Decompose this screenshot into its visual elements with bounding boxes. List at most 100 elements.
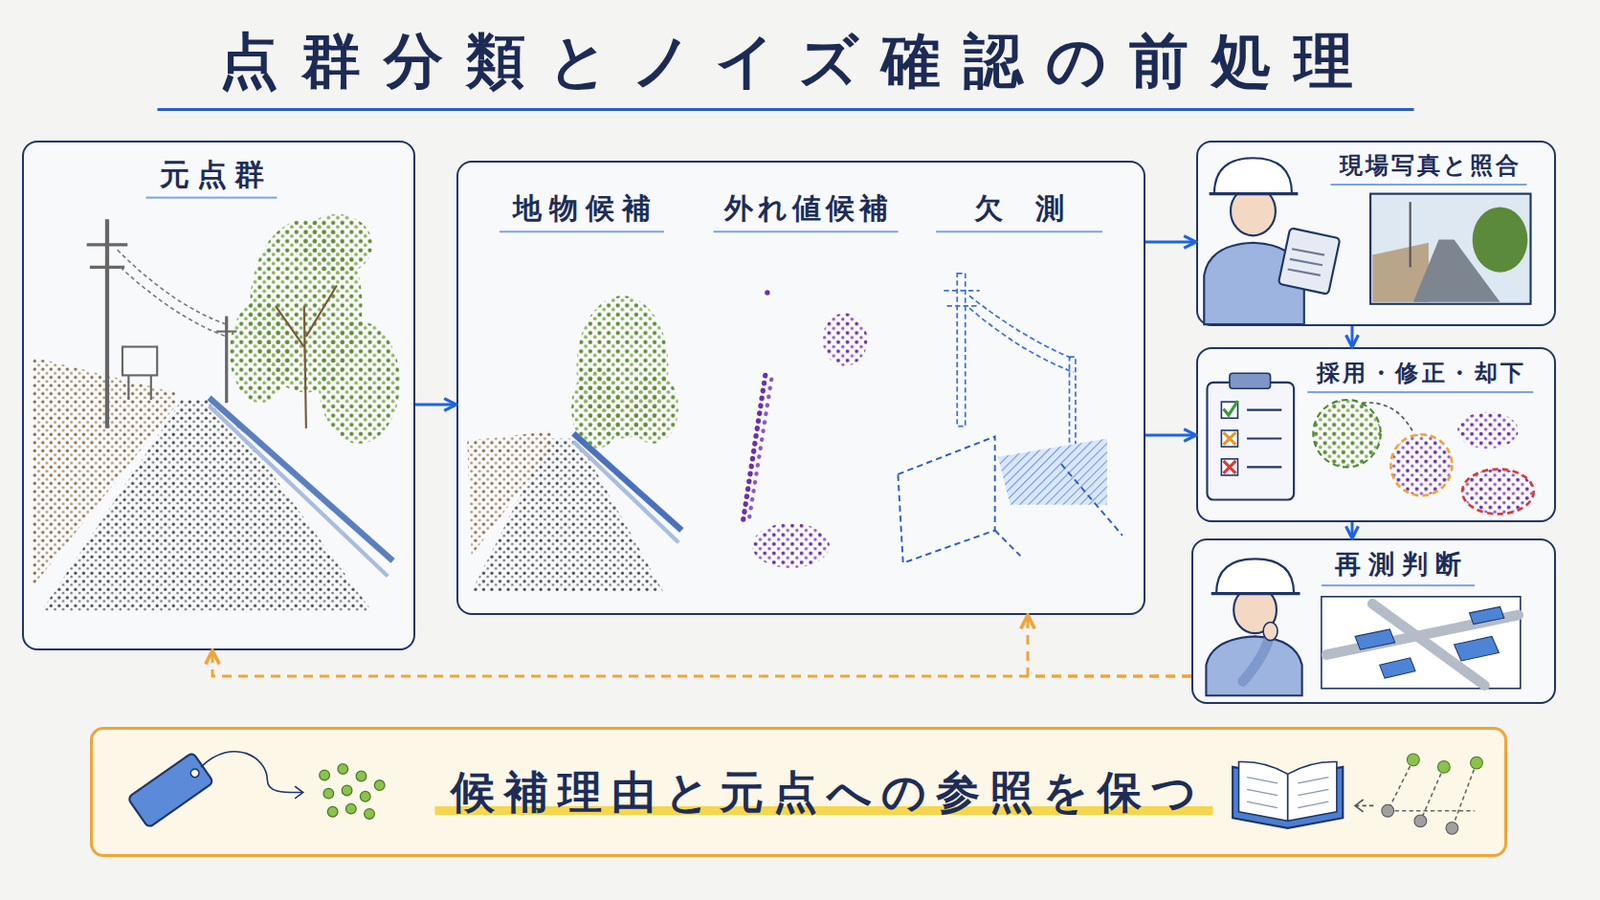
sign-post	[127, 375, 130, 400]
reason-tag	[127, 752, 214, 828]
tree-points	[249, 219, 362, 393]
book-lines	[1246, 777, 1329, 809]
reference-arrow	[1355, 805, 1374, 808]
node-heading: 採用・修正・却下	[1307, 358, 1534, 394]
tag-arrowhead	[294, 786, 304, 800]
outlier-cluster	[752, 523, 830, 569]
clipboard	[1206, 382, 1294, 501]
point-cluster	[319, 764, 385, 821]
map-road	[1372, 603, 1485, 686]
flow-arrow	[1351, 326, 1355, 348]
checkbox	[1221, 430, 1238, 447]
reference-point	[1437, 760, 1450, 774]
node-heading: 外れ値候補	[713, 190, 899, 233]
tablet-lines	[1288, 248, 1325, 276]
remeasure-area	[1379, 658, 1416, 679]
missing-road-edge	[995, 464, 1123, 556]
list-lines	[1246, 410, 1282, 468]
illustration-group	[32, 157, 1534, 835]
missing-pole	[956, 273, 966, 427]
sign-post	[150, 375, 153, 400]
pole-crossbar	[89, 266, 125, 269]
tree-points	[318, 321, 400, 445]
reference-point	[1470, 756, 1484, 770]
review-step-box: 現場写真と照合	[1196, 140, 1556, 327]
guardrail	[209, 398, 394, 562]
tag-hole	[189, 767, 201, 779]
classification-panel: 地物候補外れ値候補欠測	[456, 160, 1146, 616]
book-page	[1239, 761, 1289, 822]
point	[327, 806, 338, 818]
dashed-arc	[1362, 402, 1414, 433]
principle-band: 候補理由と元点への参照を保つ	[89, 727, 1508, 858]
source-point	[1414, 815, 1427, 828]
utility-pole	[105, 219, 110, 429]
reference-links	[1387, 759, 1477, 828]
missing-wire	[969, 295, 1074, 359]
scatter-points	[1457, 412, 1519, 449]
missing-crossbar	[943, 289, 979, 292]
road-sign	[122, 347, 157, 377]
point	[341, 785, 353, 797]
pole-crossbar	[87, 243, 129, 246]
hard-hat	[1214, 157, 1292, 194]
remeasure-step-box: 再測判断	[1191, 538, 1556, 705]
flow-arrow	[415, 403, 457, 407]
site-photo	[1370, 194, 1531, 305]
node-heading: 地物候補	[499, 190, 665, 233]
reference-arrowhead	[1355, 800, 1364, 813]
tag-string	[200, 752, 303, 794]
point	[374, 780, 385, 792]
flow-arrow	[1351, 522, 1355, 539]
node-heading: 再測判断	[1321, 548, 1475, 587]
photo-road	[1413, 240, 1501, 303]
area-map	[1321, 597, 1521, 689]
missing-crossbar	[947, 305, 978, 308]
reject-group	[1462, 469, 1534, 515]
tablet	[1278, 227, 1341, 294]
photo-pole	[1409, 201, 1412, 267]
road-points	[41, 400, 374, 613]
remeasure-area	[1355, 629, 1396, 650]
point	[337, 764, 349, 776]
worker-body	[1205, 636, 1302, 696]
outlier-points	[749, 379, 772, 521]
node-heading: 元点群	[146, 155, 278, 200]
node-heading: 現場写真と照合	[1331, 151, 1528, 186]
outlier-point	[764, 289, 770, 295]
missing-area	[998, 439, 1108, 506]
checkbox	[1221, 459, 1238, 476]
book-cover	[1232, 767, 1343, 829]
checkbox	[1221, 401, 1238, 419]
decision-step-box: 採用・修正・却下	[1196, 347, 1556, 523]
outlier-cluster	[822, 312, 867, 366]
tree-points	[301, 214, 374, 276]
outlier-points	[742, 375, 765, 523]
reference-point	[1406, 754, 1420, 767]
wall-points	[32, 356, 176, 587]
map-road	[1326, 615, 1518, 656]
source-panel: 元点群	[22, 140, 416, 651]
clipboard-clip	[1229, 373, 1271, 389]
missing-wall	[897, 436, 995, 563]
point	[345, 803, 356, 815]
edit-mark	[1223, 432, 1237, 445]
feedback-arrow	[1027, 615, 1192, 677]
source-point	[1445, 822, 1459, 835]
principle-text: 候補理由と元点への参照を保つ	[435, 765, 1214, 822]
missing-wire	[969, 308, 1074, 373]
worker-face	[1233, 586, 1277, 634]
feedback-arrow	[212, 650, 1192, 677]
power-wire	[120, 266, 227, 337]
guardrail	[209, 405, 389, 577]
tag-body	[127, 752, 214, 828]
utility-pole	[224, 316, 228, 404]
tree-trunk	[275, 286, 337, 429]
worker-body	[1203, 243, 1305, 325]
missing-pole	[1069, 356, 1076, 460]
diagram-title: 点群分類とノイズ確認の前処理	[157, 25, 1415, 112]
road-points	[471, 439, 664, 593]
adopt-group	[1312, 400, 1380, 467]
